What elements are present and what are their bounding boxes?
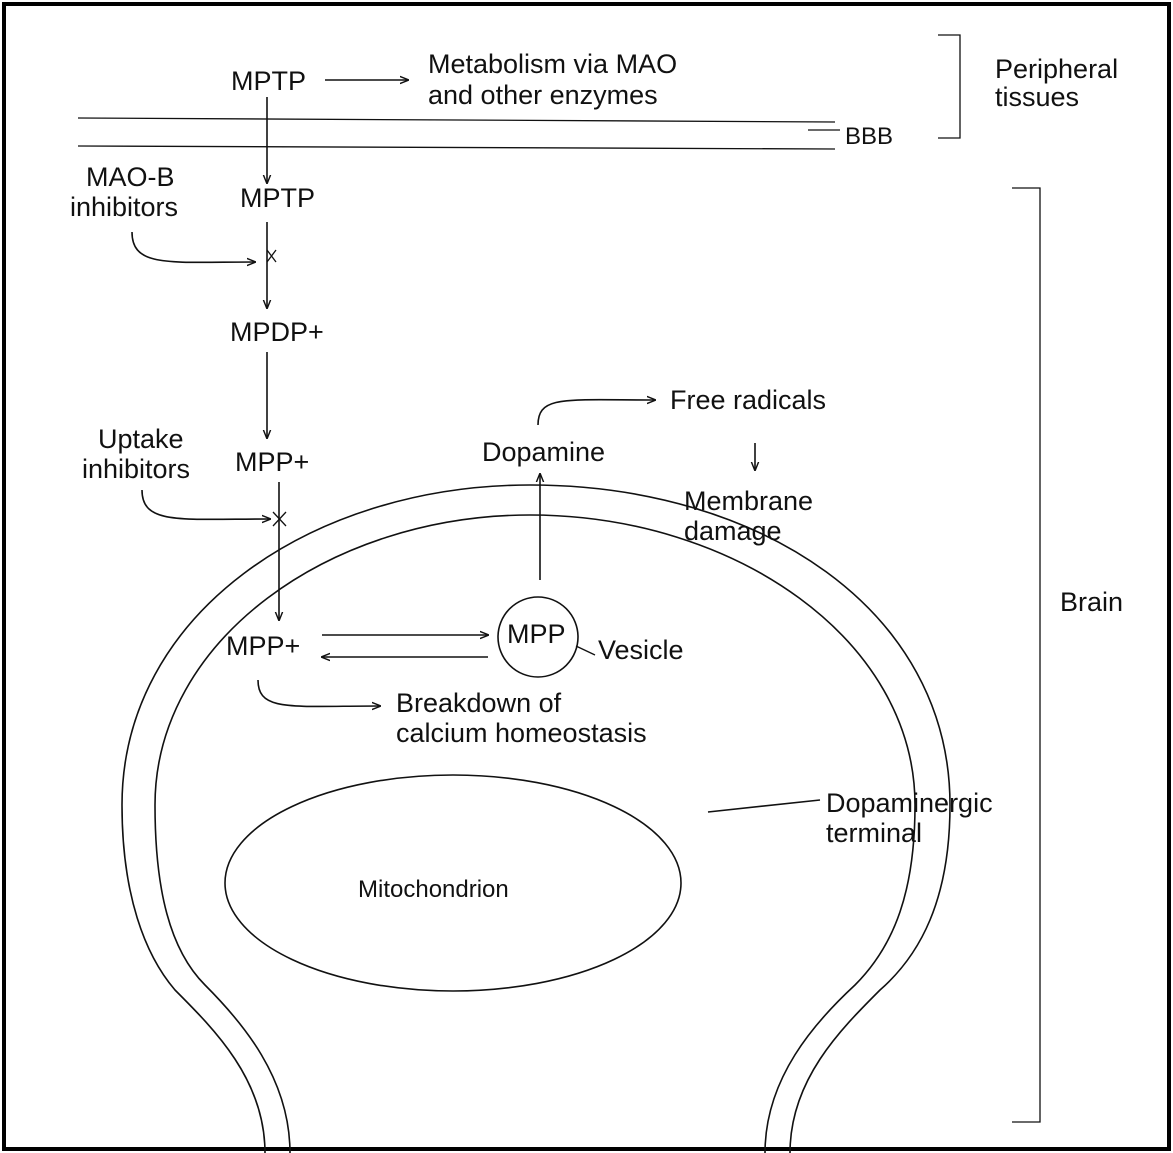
label-maob-line2: inhibitors (70, 192, 178, 222)
label-free-radicals: Free radicals (670, 385, 826, 415)
arrow-mpp-to-calcium-breakdown (257, 679, 380, 706)
label-mpp-inside: MPP+ (226, 631, 300, 661)
label-mpp-outside: MPP+ (235, 447, 309, 477)
arrow-uptake-inhibition (141, 489, 270, 519)
dopaminergic-terminal-pointer (707, 799, 821, 813)
label-dopaminergic-line1: Dopaminergic (826, 788, 993, 818)
label-membrane-line2: damage (684, 516, 782, 546)
block-mark-uptake (272, 511, 287, 527)
label-peripheral-line1: Peripheral (995, 54, 1118, 84)
blood-brain-barrier-lines (77, 117, 840, 150)
label-breakdown-line2: calcium homeostasis (396, 718, 647, 748)
arrow-maob-inhibition (131, 231, 255, 262)
dopaminergic-terminal-outline (121, 484, 951, 1153)
label-peripheral-line2: tissues (995, 82, 1079, 112)
label-uptake-line2: inhibitors (82, 454, 190, 484)
arrow-dopamine-to-free-radicals (537, 400, 655, 426)
label-metabolism-line2: and other enzymes (428, 80, 658, 110)
label-membrane-line1: Membrane (684, 486, 813, 516)
label-brain: Brain (1060, 587, 1123, 617)
label-mptp-brain: MPTP (240, 183, 315, 213)
vesicle-shape (497, 596, 579, 678)
brain-bracket (1012, 187, 1041, 1123)
block-mark-maob (266, 249, 277, 263)
label-mpp-vesicle: MPP (507, 619, 566, 649)
mitochondrion-shape (224, 774, 682, 992)
label-breakdown-line1: Breakdown of (396, 688, 562, 718)
vesicle-pointer (575, 645, 596, 656)
label-mitochondrion: Mitochondrion (358, 876, 509, 903)
peripheral-bracket (938, 34, 961, 139)
label-dopamine: Dopamine (482, 437, 605, 467)
label-vesicle: Vesicle (598, 635, 684, 665)
label-metabolism-line1: Metabolism via MAO (428, 49, 677, 79)
label-bbb: BBB (845, 123, 893, 150)
label-maob-line1: MAO-B (86, 162, 175, 192)
label-uptake-line1: Uptake (98, 424, 184, 454)
label-mpdp: MPDP+ (230, 317, 324, 347)
label-mptp-periphery: MPTP (231, 66, 306, 96)
label-dopaminergic-line2: terminal (826, 818, 922, 848)
